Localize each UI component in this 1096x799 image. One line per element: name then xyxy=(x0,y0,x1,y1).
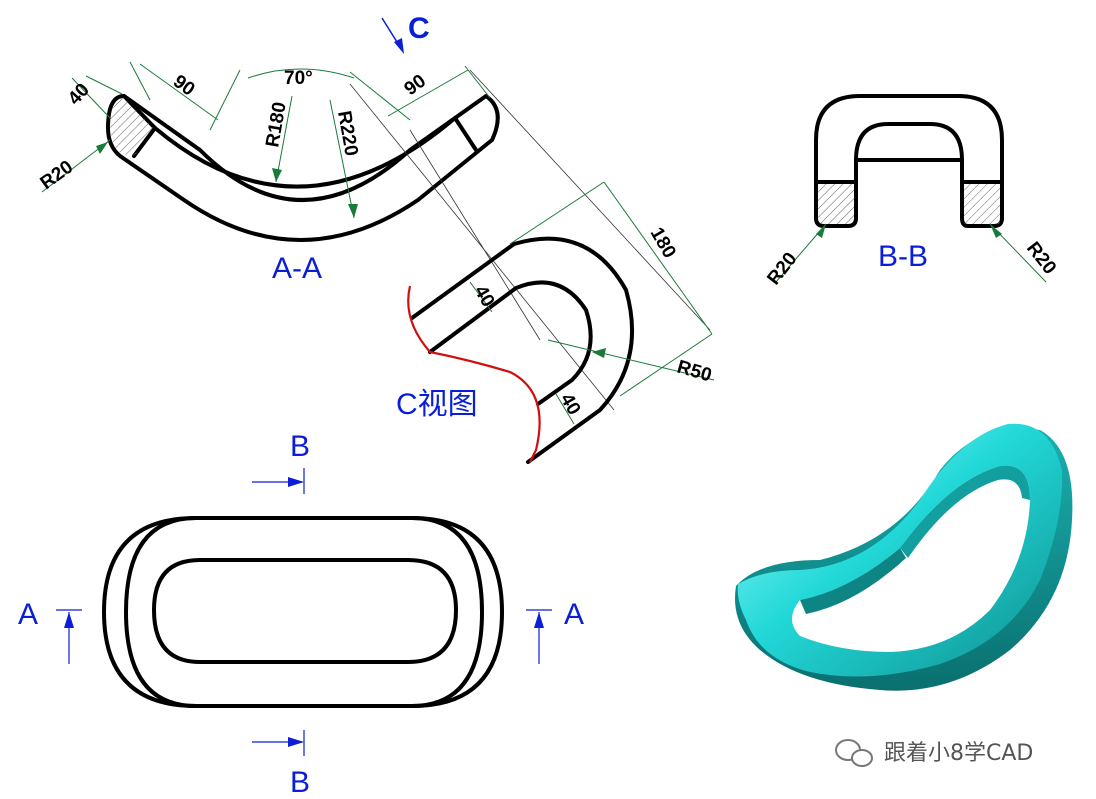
plan-outer-outline xyxy=(102,516,504,708)
viewc-break-line xyxy=(407,285,541,463)
viewc-inner-profile xyxy=(428,280,593,406)
viewc-outer-profile xyxy=(410,236,634,464)
aa-angle-dim: 70° xyxy=(284,68,313,89)
plan-outer-right-arc xyxy=(410,516,484,708)
view-c-arrow: C xyxy=(381,12,430,54)
aa-straight-left-dim: 90 xyxy=(169,71,198,100)
aa-left-section-line xyxy=(132,126,157,158)
aa-thickness-dim: 40 xyxy=(64,80,94,110)
aa-left-hatch xyxy=(110,98,154,156)
projection-line-2 xyxy=(469,69,711,331)
aa-outer-radius-dim: R220 xyxy=(333,109,362,157)
cut-b-top-label: B xyxy=(290,430,310,463)
viewc-title: C视图 xyxy=(396,388,478,421)
plan-outer-left-arc xyxy=(124,516,198,708)
viewc-length-dim: 180 xyxy=(646,224,680,262)
view-c-arrow-label: C xyxy=(408,12,430,45)
section-bb-view: R20 R20 B-B xyxy=(763,94,1060,289)
iso-inner-wall-left xyxy=(800,548,906,614)
bb-title: B-B xyxy=(878,240,928,273)
iso-inner-wall xyxy=(900,465,1030,558)
aa-straight-right-dim: 90 xyxy=(401,71,430,100)
section-aa-view: 40 R20 90 70° 90 R180 R220 A-A xyxy=(37,61,500,285)
aa-left-cap xyxy=(122,94,157,130)
iso-inner-opening xyxy=(792,465,1030,652)
cut-a-left-label: A xyxy=(18,598,38,631)
projection-line-3 xyxy=(409,129,541,341)
cut-b-bottom-label: B xyxy=(290,766,310,799)
viewc-width-bottom-dim: 40 xyxy=(556,390,585,419)
plan-inner-outline xyxy=(152,558,458,664)
bb-left-hatch xyxy=(818,184,854,224)
cut-a-right-label: A xyxy=(564,598,584,631)
viewc-bend-radius-dim: R50 xyxy=(675,357,714,387)
bb-right-hatch xyxy=(964,184,1000,224)
aa-fillet-dim: R20 xyxy=(37,157,78,194)
view-c: 40 180 R50 40 C视图 xyxy=(396,181,715,464)
isometric-3d-render xyxy=(735,423,1073,691)
bb-fillet-left-dim: R20 xyxy=(763,249,801,289)
bb-fillet-right-dim: R20 xyxy=(1022,238,1060,278)
aa-outer-arc xyxy=(106,94,500,242)
plan-view: B B A A xyxy=(18,430,584,799)
aa-inner-curve xyxy=(153,116,457,189)
aa-right-section-line xyxy=(453,116,478,152)
watermark-text: 跟着小8学CAD xyxy=(884,741,1033,766)
wechat-icon xyxy=(835,739,873,767)
aa-inner-radius-dim: R180 xyxy=(262,100,291,148)
bb-outer-profile xyxy=(814,94,1004,228)
watermark: 跟着小8学CAD xyxy=(835,739,1033,767)
aa-title: A-A xyxy=(272,252,322,285)
